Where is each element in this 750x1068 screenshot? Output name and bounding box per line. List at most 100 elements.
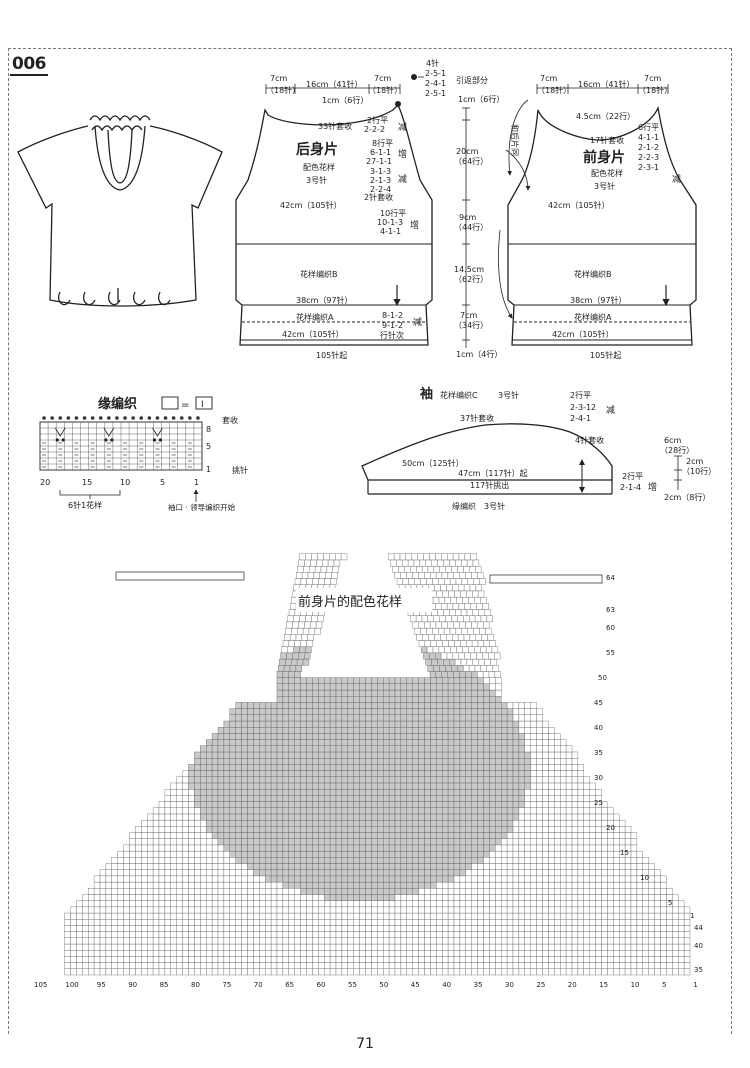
back-inc-mark: 增 [398, 148, 407, 160]
front-neck-depth: 4.5cm（22行） [576, 111, 635, 121]
front-neck-cast: 17针套收 [590, 135, 624, 145]
colorwork-chart: 前身片的配色花样 64 63 60 55 50 45 40 35 30 25 2… [34, 553, 703, 989]
sleeve-edge: 缘编织 3号针 [452, 501, 505, 511]
row-label-40b: 40 [694, 942, 703, 950]
col-label-75: 75 [222, 981, 231, 989]
back-cast-on: 105针起 [316, 350, 347, 360]
front-width-right: 7cm [644, 74, 661, 83]
sleeve-width-50: 50cm（125针） [402, 458, 464, 468]
col-label-70: 70 [254, 981, 263, 989]
back-hem-3: 行针次 [380, 330, 404, 340]
short-rows-r3: 2-5-1 [425, 89, 446, 98]
edge-grid [39, 416, 203, 471]
back-width-bottom: 42cm（105针） [282, 329, 344, 339]
row-label-25: 25 [594, 799, 603, 807]
col-label-30: 30 [505, 981, 514, 989]
back-arm-cast: 2针套收 [364, 192, 393, 202]
front-nd-mark: 减 [672, 173, 681, 185]
vertical-measures: 1cm（6行） 20cm （64行） 9cm （44行） 14.5cm （62行… [454, 94, 504, 359]
edge-row-8: 8 [206, 425, 211, 434]
back-hem-2: 9-1-2 [382, 321, 403, 330]
sleeve-pickup: 117针挑出 [470, 480, 509, 490]
join-note-text: 和后片同 [510, 124, 520, 156]
legend-empty-cell [161, 396, 179, 410]
sleeve-needle: 3号针 [498, 390, 519, 400]
short-rows-stitches: 4针 [426, 58, 439, 68]
back-neck-dec-1: 2行平 [367, 115, 388, 125]
front-nd-4: 2-2-3 [638, 153, 659, 162]
colorwork-row-labels: 64 63 60 55 50 45 40 35 30 25 20 15 10 5… [594, 574, 703, 974]
edge-bind-off: 套收 [222, 415, 238, 425]
back-side-2: 10-1-3 [377, 218, 403, 227]
row-label-5: 5 [668, 899, 672, 907]
vertical-5n: （34行） [454, 320, 488, 330]
back-width-left: 7cm [270, 74, 287, 83]
legend-symbol-cell [195, 396, 213, 410]
short-rows-r2: 2-4-1 [425, 79, 446, 88]
edge-col-10: 10 [120, 478, 130, 487]
sleeve-title: 袖 [420, 386, 433, 402]
front-width-38: 38cm（97针） [570, 295, 627, 305]
vertical-6: 1cm（4行） [456, 349, 502, 359]
back-width-right-n: （18针） [368, 85, 402, 95]
short-rows-label: 引返部分 [456, 75, 488, 85]
row-label-44: 44 [694, 924, 703, 932]
front-nd-2: 4-1-1 [638, 133, 659, 142]
vertical-1: 1cm（6行） [458, 94, 504, 104]
row-label-35b: 35 [694, 966, 703, 974]
edge-repeat: 6针1花样 [68, 500, 102, 510]
sleeve-h1n: （28行） [660, 445, 694, 455]
row-label-10: 10 [640, 874, 649, 882]
col-label-65: 65 [285, 981, 294, 989]
edge-col-1: 1 [194, 478, 199, 487]
join-note: 和后片同 [498, 99, 531, 319]
front-needle: 3号针 [594, 181, 615, 191]
short-rows-note: 4针 2-5-1 2-4-1 2-5-1 引返部分 [411, 58, 488, 98]
row-label-35: 35 [594, 749, 603, 757]
vertical-2n: （64行） [454, 156, 488, 166]
vertical-4n: （62行） [454, 274, 488, 284]
back-neck-cast: 33针套收 [318, 121, 352, 131]
sleeve-inc-mark: 增 [648, 481, 657, 493]
sleeve-width-47: 47cm（117针）起 [458, 468, 528, 478]
sleeve-piece: 袖 花样编织C 3号针 37针套收 2行平 2-3-12 2-4-1 减 4针套… [361, 386, 716, 511]
sleeve-dec-2: 2-3-12 [570, 403, 596, 412]
row-label-1: 1 [690, 912, 694, 920]
back-dec-mark: 减 [398, 173, 407, 185]
vertical-5: 7cm [460, 311, 477, 320]
col-label-60: 60 [317, 981, 326, 989]
back-width-left-n: （18针） [266, 85, 300, 95]
edge-col-20: 20 [40, 478, 50, 487]
front-width-left: 7cm [540, 74, 557, 83]
sleeve-inc-2: 2-1-4 [620, 483, 641, 492]
sleeve-top: 37针套收 [460, 413, 494, 423]
col-label-100: 100 [65, 981, 78, 989]
edge-row-1: 1 [206, 465, 211, 474]
vertical-3: 9cm [459, 213, 476, 222]
back-width-mid: 16cm（41针） [306, 79, 363, 89]
back-hem-1: 8-1-2 [382, 311, 403, 320]
back-dec-2: 2-1-3 [370, 176, 391, 185]
col-label-15: 15 [599, 981, 608, 989]
back-dec-1: 3-1-3 [370, 167, 391, 176]
front-pattern: 配色花样 [591, 168, 623, 178]
page-number: 71 [356, 1036, 374, 1052]
front-width-mid: 16cm（41针） [578, 79, 635, 89]
col-label-1: 1 [693, 981, 697, 989]
col-label-105: 105 [34, 981, 47, 989]
back-pattern-b: 花样编织B [300, 269, 338, 279]
vertical-2: 20cm [456, 147, 479, 156]
colorwork-grid [64, 553, 691, 976]
front-nd-3: 2-1-2 [638, 143, 659, 152]
col-label-50: 50 [379, 981, 388, 989]
edge-start-note: 袖口 · 领导编织开始 [168, 502, 236, 512]
page-frame [8, 48, 732, 1034]
back-neck-dec-2: 2-2-2 [364, 125, 385, 134]
back-side-1: 10行平 [380, 208, 406, 218]
back-width-right: 7cm [374, 74, 391, 83]
col-label-20: 20 [568, 981, 577, 989]
pattern-number: 006 [10, 54, 48, 76]
col-label-95: 95 [97, 981, 106, 989]
